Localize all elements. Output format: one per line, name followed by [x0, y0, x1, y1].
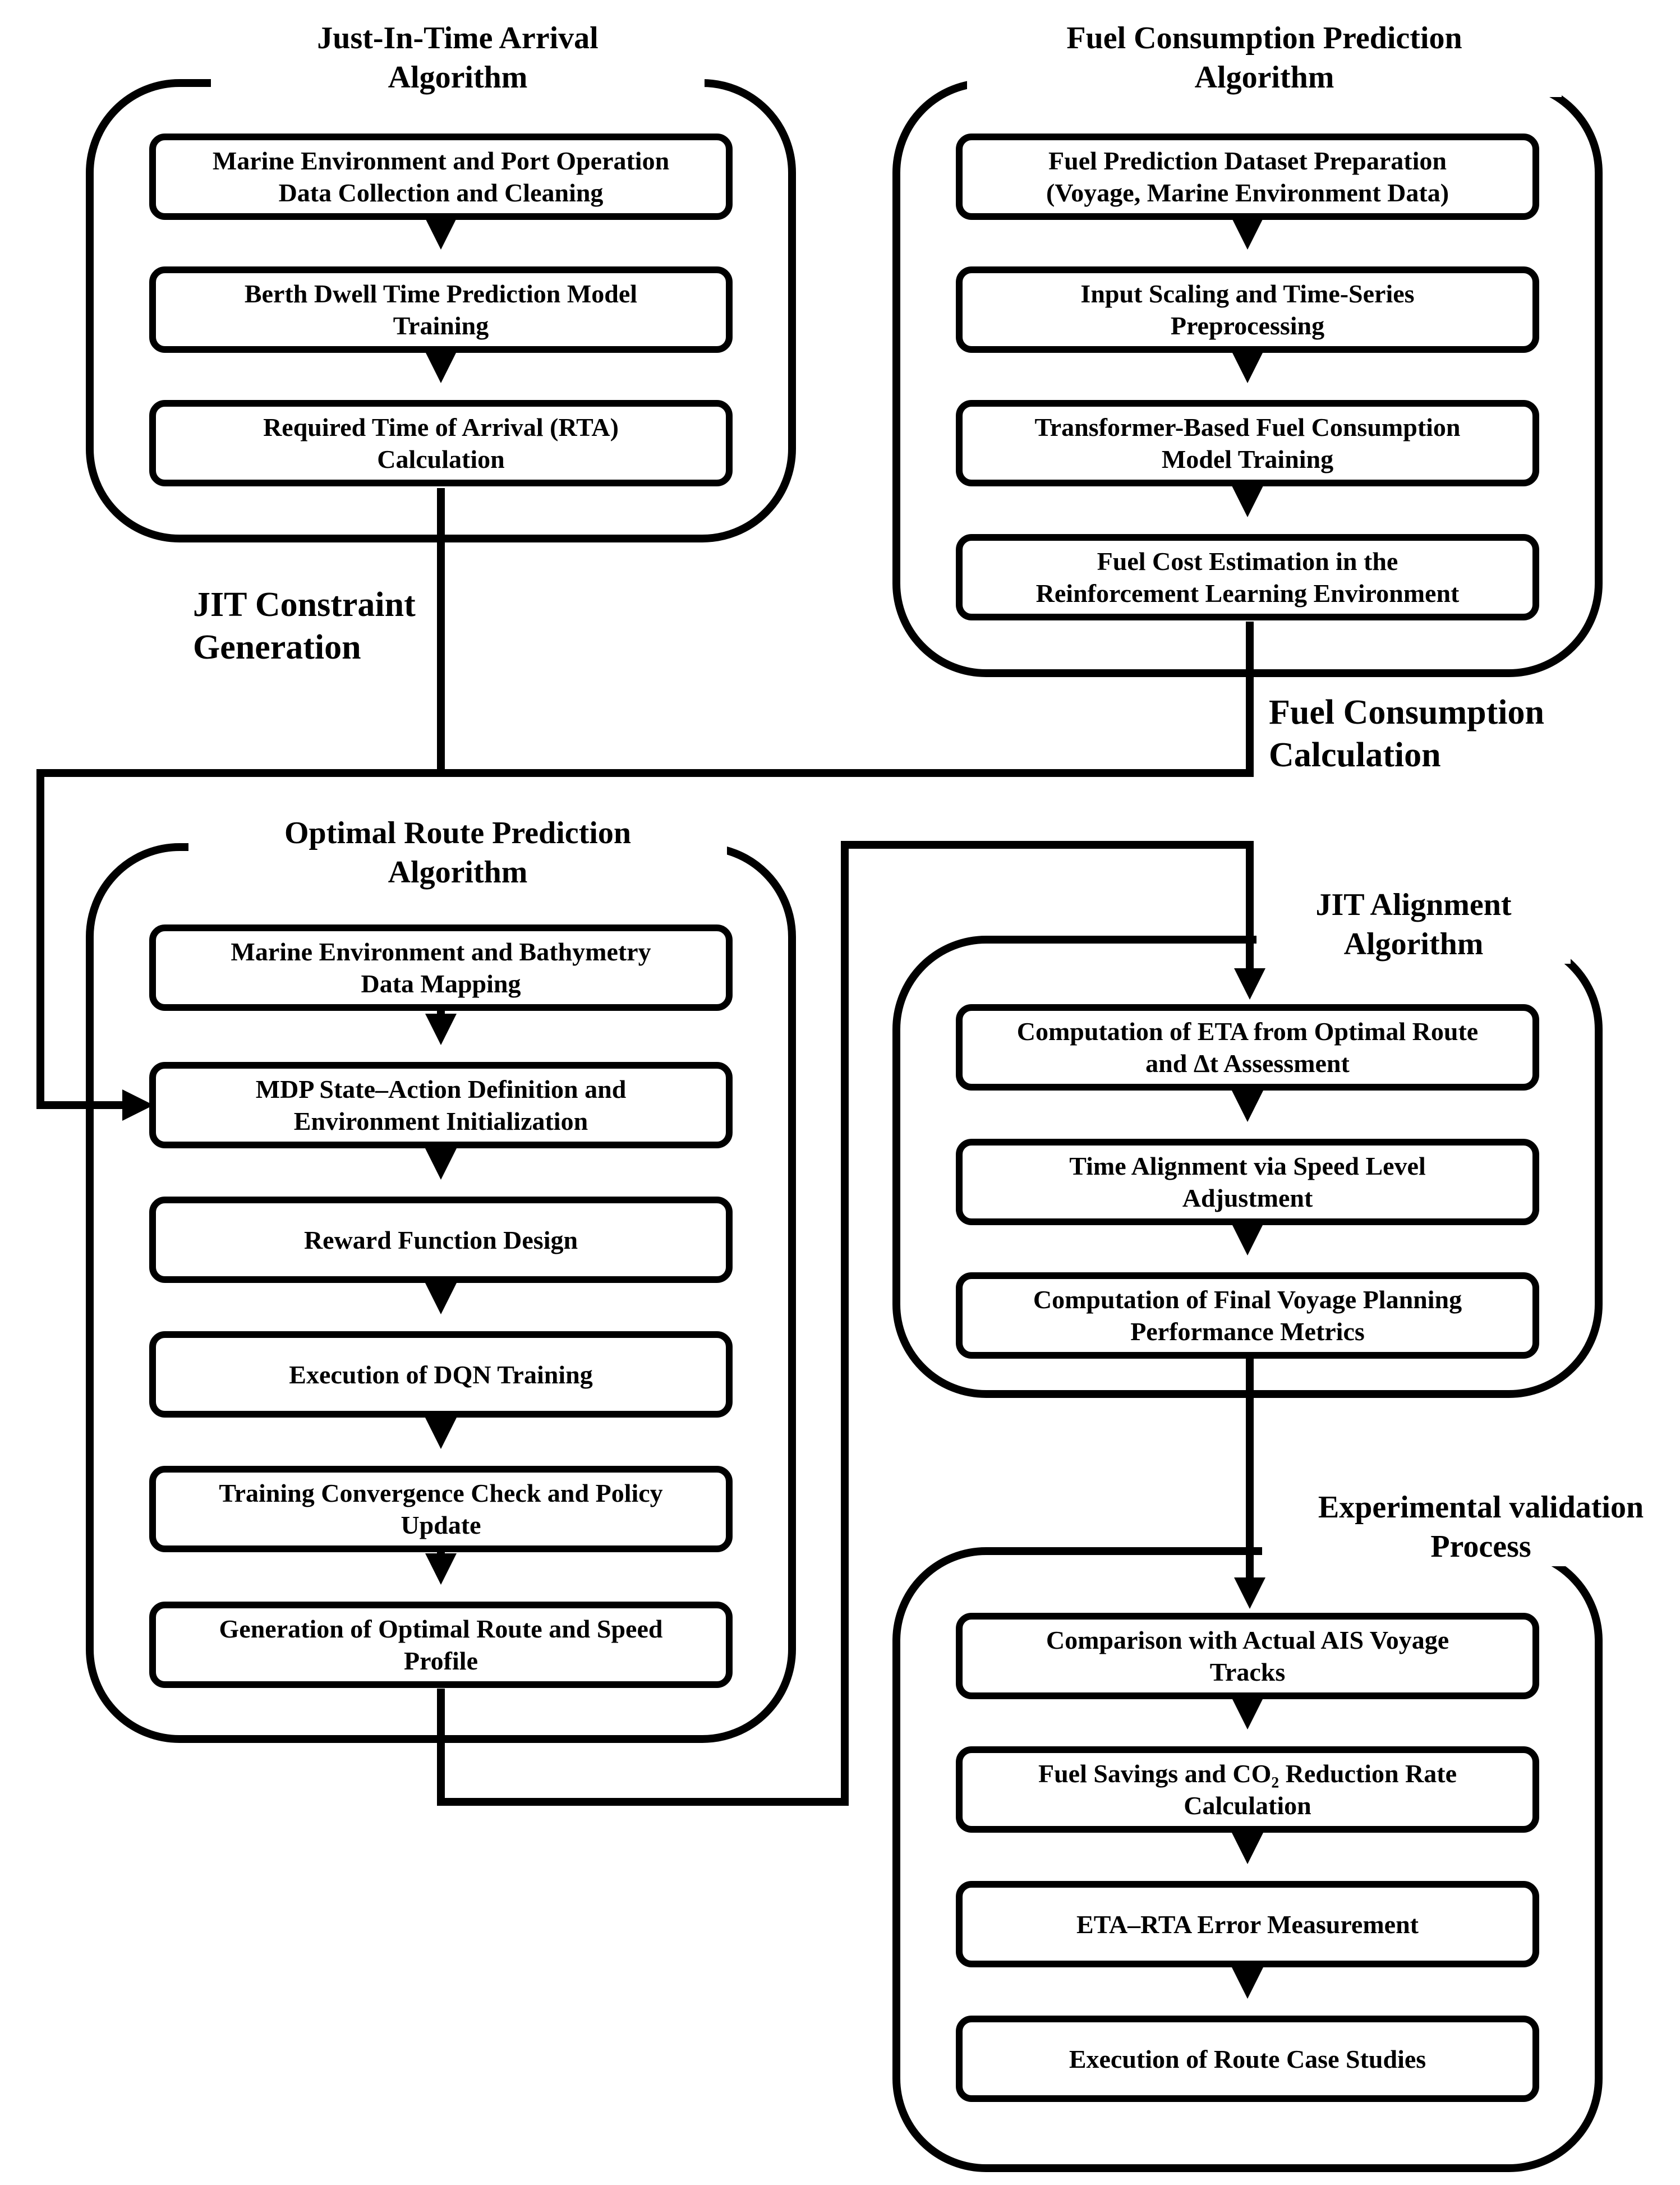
jit-alignment-step-2: Time Alignment via Speed Level Adjustmen… [956, 1139, 1539, 1225]
fuel-calc-line [36, 622, 1254, 1105]
optimal-route-step-3: Reward Function Design [149, 1197, 733, 1283]
jit-arrival-step-1: Marine Environment and Port Operation Da… [149, 134, 733, 220]
fuel-prediction-step-1: Fuel Prediction Dataset Preparation (Voy… [956, 134, 1539, 220]
optimal-route-step-6: Generation of Optimal Route and Speed Pr… [149, 1602, 733, 1688]
optimal-route-step-5: Training Convergence Check and Policy Up… [149, 1466, 733, 1552]
jit-alignment-title: JIT Alignment Algorithm [1256, 885, 1571, 964]
fuel-prediction-title: Fuel Consumption Prediction Algorithm [967, 19, 1562, 97]
jit-alignment-step-1: Computation of ETA from Optimal Route an… [956, 1004, 1539, 1091]
jit-constraint-label: JIT Constraint Generation [193, 586, 416, 666]
jit-arrival-title: Just-In-Time Arrival Algorithm [211, 19, 705, 97]
validation-step-1: Comparison with Actual AIS Voyage Tracks [956, 1613, 1539, 1699]
route-to-alignment-line [437, 841, 1254, 1806]
optimal-route-step-4: Execution of DQN Training [149, 1331, 733, 1418]
jit-arrival-step-3: Required Time of Arrival (RTA) Calculati… [149, 400, 733, 486]
validation-step-2: Fuel Savings and CO₂ Reduction Rate Calc… [956, 1746, 1539, 1833]
optimal-route-step-1: Marine Environment and Bathymetry Data M… [149, 924, 733, 1011]
jit-alignment-step-3: Computation of Final Voyage Planning Per… [956, 1272, 1539, 1359]
validation-title: Experimental validation Process [1262, 1488, 1680, 1566]
validation-step-4: Execution of Route Case Studies [956, 2016, 1539, 2102]
validation-step-3: ETA–RTA Error Measurement [956, 1881, 1539, 1967]
fuel-prediction-step-4: Fuel Cost Estimation in the Reinforcemen… [956, 534, 1539, 620]
optimal-route-step-2: MDP State–Action Definition and Environm… [149, 1062, 733, 1148]
optimal-route-title: Optimal Route Prediction Algorithm [188, 813, 727, 892]
jit-arrival-step-2: Berth Dwell Time Prediction Model Traini… [149, 266, 733, 353]
fuel-calc-label: Fuel Consumption Calculation [1269, 693, 1544, 774]
fuel-prediction-step-3: Transformer-Based Fuel Consumption Model… [956, 400, 1539, 486]
fuel-prediction-step-2: Input Scaling and Time-Series Preprocess… [956, 266, 1539, 353]
